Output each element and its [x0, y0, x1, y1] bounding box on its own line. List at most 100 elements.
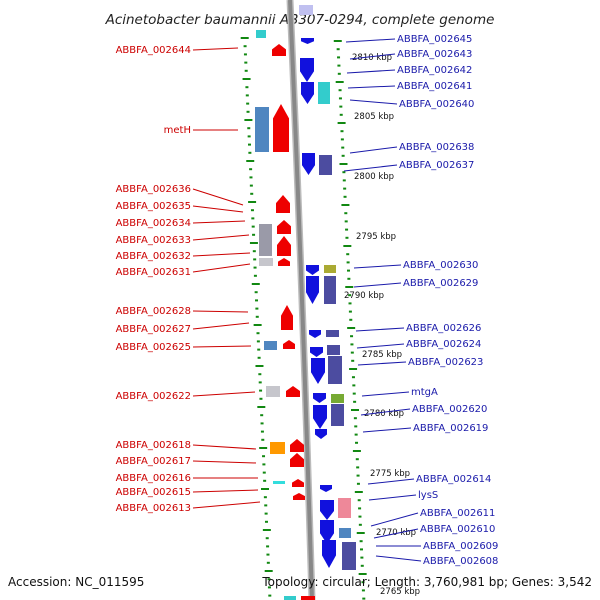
- gene-labels: ABBFA_002644metHABBFA_002636ABBFA_002635…: [116, 34, 499, 567]
- forward-gene-arrow: [283, 340, 295, 349]
- label-leader-line: [355, 327, 405, 332]
- gene-label-forward: ABBFA_002618: [116, 440, 191, 451]
- gene-label-reverse: ABBFA_002643: [397, 49, 472, 60]
- reverse-gene-arrow: [320, 500, 334, 520]
- gene-label-forward: ABBFA_002616: [116, 473, 191, 484]
- gene-label-reverse: ABBFA_002624: [406, 339, 481, 350]
- gene-block: [259, 224, 272, 256]
- gene-block: [256, 30, 266, 38]
- gene-label-reverse: ABBFA_002629: [403, 278, 478, 289]
- label-leader-line: [192, 489, 259, 493]
- gene-label-reverse: ABBFA_002623: [408, 357, 483, 368]
- kbp-marker: 2810 kbp: [352, 53, 392, 63]
- label-leader-line: [347, 85, 396, 89]
- label-leader-line: [192, 345, 252, 348]
- label-leader-line: [192, 188, 244, 206]
- gene-label-reverse: ABBFA_002626: [406, 323, 481, 334]
- label-leader-line: [192, 322, 250, 330]
- label-leader-line: [345, 38, 396, 43]
- label-leader-line: [192, 460, 257, 464]
- gene-block: [264, 341, 277, 350]
- label-leader-line: [362, 427, 412, 433]
- gene-block: [339, 528, 351, 538]
- gene-block: [324, 276, 336, 304]
- label-leader-line: [192, 444, 257, 450]
- kbp-marker: 2780 kbp: [364, 409, 404, 419]
- label-leader-line: [370, 512, 419, 527]
- forward-gene-arrow: [278, 258, 290, 266]
- gene-block: [319, 155, 332, 175]
- forward-gene-arrow: [293, 493, 305, 500]
- gene-block: [331, 404, 344, 426]
- gene-label-forward: metH: [164, 125, 191, 136]
- gene-label-forward: ABBFA_002633: [116, 235, 191, 246]
- kbp-marker: 2765 kbp: [380, 587, 420, 597]
- label-leader-line: [349, 99, 398, 105]
- accession-text: Accession: NC_011595: [8, 575, 144, 589]
- reverse-gene-arrow: [306, 265, 319, 275]
- gene-label-reverse: mtgA: [411, 387, 438, 398]
- gene-label-reverse: ABBFA_002609: [423, 541, 498, 552]
- backbone: [288, 0, 314, 600]
- gene-label-forward: ABBFA_002635: [116, 201, 191, 212]
- label-leader-line: [367, 478, 415, 485]
- gene-block: [273, 481, 285, 484]
- gene-block: [284, 596, 296, 600]
- forward-gene-arrow: [286, 386, 300, 397]
- gene-block: [299, 5, 313, 15]
- label-leader-line: [346, 69, 396, 74]
- reverse-gene-arrow: [306, 276, 319, 304]
- reverse-gene-arrow: [301, 82, 314, 104]
- gene-label-reverse: ABBFA_002608: [423, 556, 498, 567]
- gene-label-reverse: ABBFA_002620: [412, 404, 487, 415]
- forward-gene-arrow: [290, 453, 304, 467]
- reverse-gene-arrow: [322, 540, 336, 568]
- forward-gene-arrow: [281, 305, 293, 330]
- kbp-marker: 2800 kbp: [354, 172, 394, 182]
- reverse-gene-arrow: [313, 405, 327, 429]
- gene-block: [255, 107, 269, 152]
- reverse-gene-arrow: [309, 330, 321, 338]
- gene-label-reverse: ABBFA_002610: [420, 524, 495, 535]
- reverse-gene-arrow: [320, 520, 334, 544]
- label-leader-line: [192, 391, 256, 397]
- kbp-marker: 2805 kbp: [354, 112, 394, 122]
- gene-block: [328, 356, 342, 384]
- gene-label-forward: ABBFA_002631: [116, 267, 191, 278]
- label-leader-line: [192, 310, 249, 313]
- gene-block: [327, 345, 340, 355]
- gene-block: [338, 498, 351, 518]
- label-leader-line: [349, 53, 396, 60]
- gene-label-reverse: ABBFA_002614: [416, 474, 491, 485]
- label-leader-line: [360, 408, 411, 416]
- gene-block: [270, 442, 285, 454]
- gene-label-reverse: ABBFA_002630: [403, 260, 478, 271]
- gene-label-forward: ABBFA_002634: [116, 218, 191, 229]
- gene-block: [318, 82, 330, 104]
- label-leader-line: [361, 391, 410, 397]
- forward-gene-arrow: [272, 44, 286, 56]
- forward-gene-arrow: [277, 220, 291, 234]
- gene-block: [326, 330, 339, 337]
- label-leader-line: [192, 220, 246, 224]
- gene-label-reverse: ABBFA_002645: [397, 34, 472, 45]
- forward-gene-arrow: [290, 439, 304, 452]
- label-leader-line: [192, 501, 261, 509]
- label-leader-line: [353, 282, 402, 288]
- kbp-marker: 2795 kbp: [356, 232, 396, 242]
- kbp-marker: 2775 kbp: [370, 469, 410, 479]
- label-leader-line: [356, 343, 405, 349]
- reverse-gene-arrow: [310, 347, 323, 357]
- gene-label-reverse: ABBFA_002638: [399, 142, 474, 153]
- label-leader-line: [192, 252, 251, 257]
- gene-block: [324, 265, 336, 273]
- label-leader-line: [343, 164, 398, 172]
- label-leader-line: [192, 205, 244, 213]
- label-leader-line: [373, 528, 419, 539]
- label-leader-line: [192, 234, 250, 241]
- label-leader-line: [357, 361, 407, 366]
- gene-label-forward: ABBFA_002622: [116, 391, 191, 402]
- forward-gene-arrow: [292, 479, 304, 487]
- label-leader-line: [192, 47, 239, 51]
